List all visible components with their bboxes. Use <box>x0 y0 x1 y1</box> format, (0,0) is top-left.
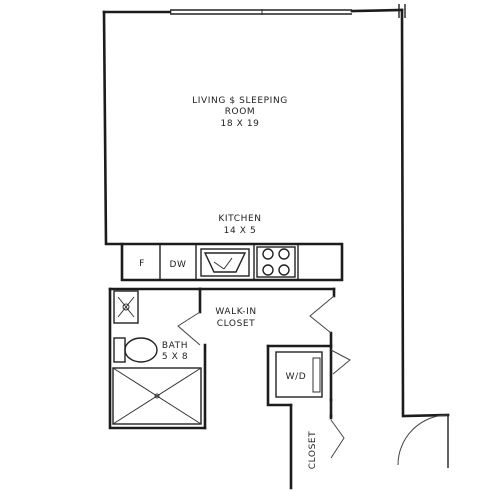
kitchen-counter <box>120 242 344 282</box>
wd-label: W/D <box>286 372 307 382</box>
walkin-right-door[interactable] <box>309 295 335 334</box>
vanity-sink-icon <box>113 290 139 324</box>
washer-dryer <box>275 351 323 398</box>
fridge-label: F <box>139 259 145 269</box>
stove-icon <box>256 246 296 278</box>
bath-title: BATH <box>162 341 188 351</box>
shower-icon <box>112 367 202 425</box>
dishwasher-label: DW <box>169 260 186 270</box>
closet-door[interactable] <box>330 419 345 459</box>
bath-size: 5 X 8 <box>162 352 188 362</box>
living-room-size: 18 X 19 <box>221 119 260 129</box>
walkin-closet-subtitle: CLOSET <box>217 319 256 329</box>
top-window <box>170 9 352 15</box>
toilet-icon <box>113 337 158 363</box>
wd-door[interactable] <box>330 349 351 375</box>
walkin-closet-title: WALK-IN <box>215 307 256 317</box>
sink-icon <box>200 248 250 277</box>
living-room-title: LIVING $ SLEEPING <box>192 96 288 106</box>
living-room-subtitle: ROOM <box>225 107 256 117</box>
walkin-left-door[interactable] <box>177 311 201 346</box>
interior-walls <box>108 287 336 490</box>
closet-label: CLOSET <box>308 431 318 470</box>
kitchen-size: 14 X 5 <box>224 226 257 236</box>
kitchen-title: KITCHEN <box>218 214 261 224</box>
entry-door[interactable] <box>397 414 449 468</box>
exterior-walls <box>102 4 450 418</box>
